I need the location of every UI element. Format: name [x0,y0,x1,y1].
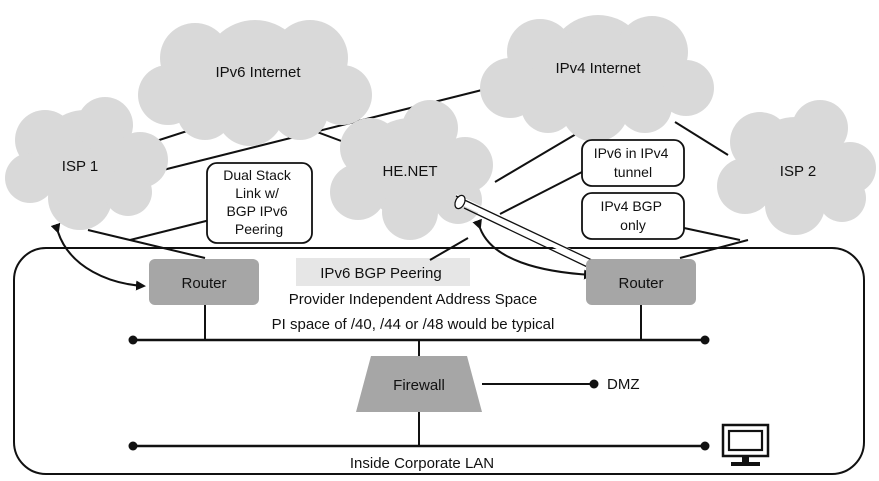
ipv6-bgp-peering-label: IPv6 BGP Peering [320,265,441,282]
lan-label: Inside Corporate LAN [350,455,494,472]
corporate-boundary [13,247,865,475]
link-isp1-router [87,229,206,259]
router-right-label: Router [618,275,663,292]
dual-stack-line-3: BGP IPv6 [226,203,287,219]
isp2-label: ISP 2 [780,163,816,180]
tunnel-line-2: tunnel [614,164,652,180]
svg-text:IPv6 in IPv4 tunnel: IPv6 in IPv4 tunnel [594,145,673,180]
dual-stack-line-1: Dual Stack [223,167,292,183]
ipv6-bgp-peering: IPv6 BGP Peering [296,237,470,286]
tunnel-callout: IPv6 in IPv4 tunnel [499,139,685,215]
computer-icon [721,423,770,466]
svg-text:IPv4 BGP only: IPv4 BGP only [600,198,665,233]
isp1-label: ISP 1 [62,158,98,175]
ipv6-internet-cloud: IPv6 Internet [138,20,372,146]
ipv4-bgp-line-2: only [620,217,646,233]
dual-stack-line-4: Peering [235,221,283,237]
ipv6-internet-label: IPv6 Internet [215,64,301,81]
router-right: Router [586,259,696,305]
firewall-label: Firewall [393,377,445,394]
dual-stack-line-2: Link w/ [235,185,279,201]
pi-typical-label: PI space of /40, /44 or /48 would be typ… [272,316,555,333]
pi-space-label: Provider Independent Address Space [289,291,538,308]
router-left: Router [149,259,259,305]
tunnel-line-1: IPv6 in IPv4 [594,145,669,161]
firewall: Firewall [356,356,482,412]
lower-lan-bus [128,441,710,451]
ipv4-bgp-callout: IPv4 BGP only [581,192,741,241]
dmz-label: DMZ [607,376,640,393]
he-net-label: HE.NET [382,163,437,180]
dual-stack-callout: Dual Stack Link w/ BGP IPv6 Peering [129,162,313,244]
peering-band [296,258,470,286]
ipv4-bgp-line-1: IPv4 BGP [600,198,661,214]
router-left-label: Router [181,275,226,292]
link-ipv4-internet-isp2 [674,121,729,156]
henet-router-arrow [472,218,594,280]
dmz-node [589,379,599,389]
isp2-cloud: ISP 2 [717,100,876,235]
link-isp2-router [679,239,749,259]
isp1-router-arrow [50,222,146,291]
isp1-cloud: ISP 1 [5,97,168,230]
ipv4-internet-label: IPv4 Internet [555,60,641,77]
svg-text:Dual Stack Link w/: Dual Stack Link w/ BGP IPv6 Peering [223,167,295,237]
ipv4-internet-cloud: IPv4 Internet [480,15,714,142]
